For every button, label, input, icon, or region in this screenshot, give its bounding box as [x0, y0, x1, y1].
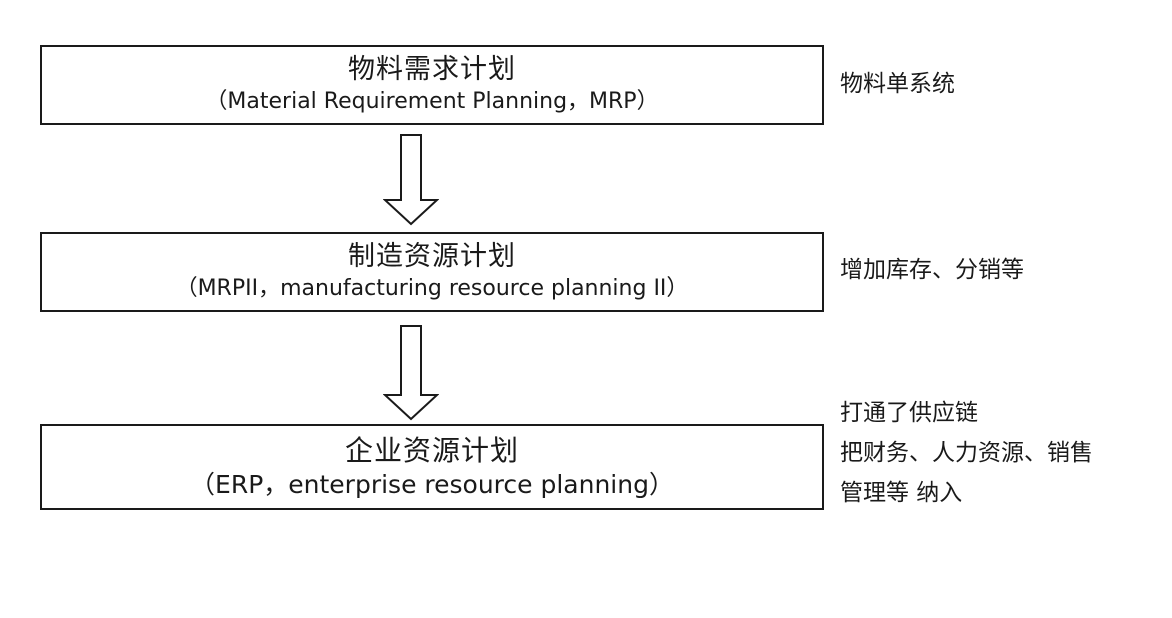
- down-arrow-icon: [383, 134, 439, 226]
- note-line: 把财务、人力资源、销售: [840, 440, 1093, 466]
- stage-title-erp: 企业资源计划: [344, 434, 519, 467]
- stage-box-mrp: 物料需求计划 （Material Requirement Planning，MR…: [40, 45, 824, 125]
- stage-note-erp: 打通了供应链 把财务、人力资源、销售 管理等 纳入: [840, 393, 1093, 513]
- stage-subtitle-erp: （ERP，enterprise resource planning）: [190, 470, 674, 499]
- stage-title-mrp2: 制造资源计划: [348, 241, 516, 272]
- stage-box-mrp2: 制造资源计划 （MRPII，manufacturing resource pla…: [40, 232, 824, 312]
- note-line: 物料单系统: [840, 71, 955, 97]
- down-arrow-icon: [383, 325, 439, 421]
- note-line: 管理等 纳入: [840, 480, 963, 506]
- stage-box-erp: 企业资源计划 （ERP，enterprise resource planning…: [40, 424, 824, 510]
- stage-subtitle-mrp: （Material Requirement Planning，MRP）: [205, 89, 659, 114]
- note-line: 打通了供应链: [840, 400, 978, 426]
- stage-note-mrp2: 增加库存、分销等: [840, 250, 1024, 290]
- note-line: 增加库存、分销等: [840, 257, 1024, 283]
- stage-note-mrp: 物料单系统: [840, 64, 955, 104]
- stage-subtitle-mrp2: （MRPII，manufacturing resource planning I…: [175, 276, 689, 301]
- stage-title-mrp: 物料需求计划: [348, 54, 516, 85]
